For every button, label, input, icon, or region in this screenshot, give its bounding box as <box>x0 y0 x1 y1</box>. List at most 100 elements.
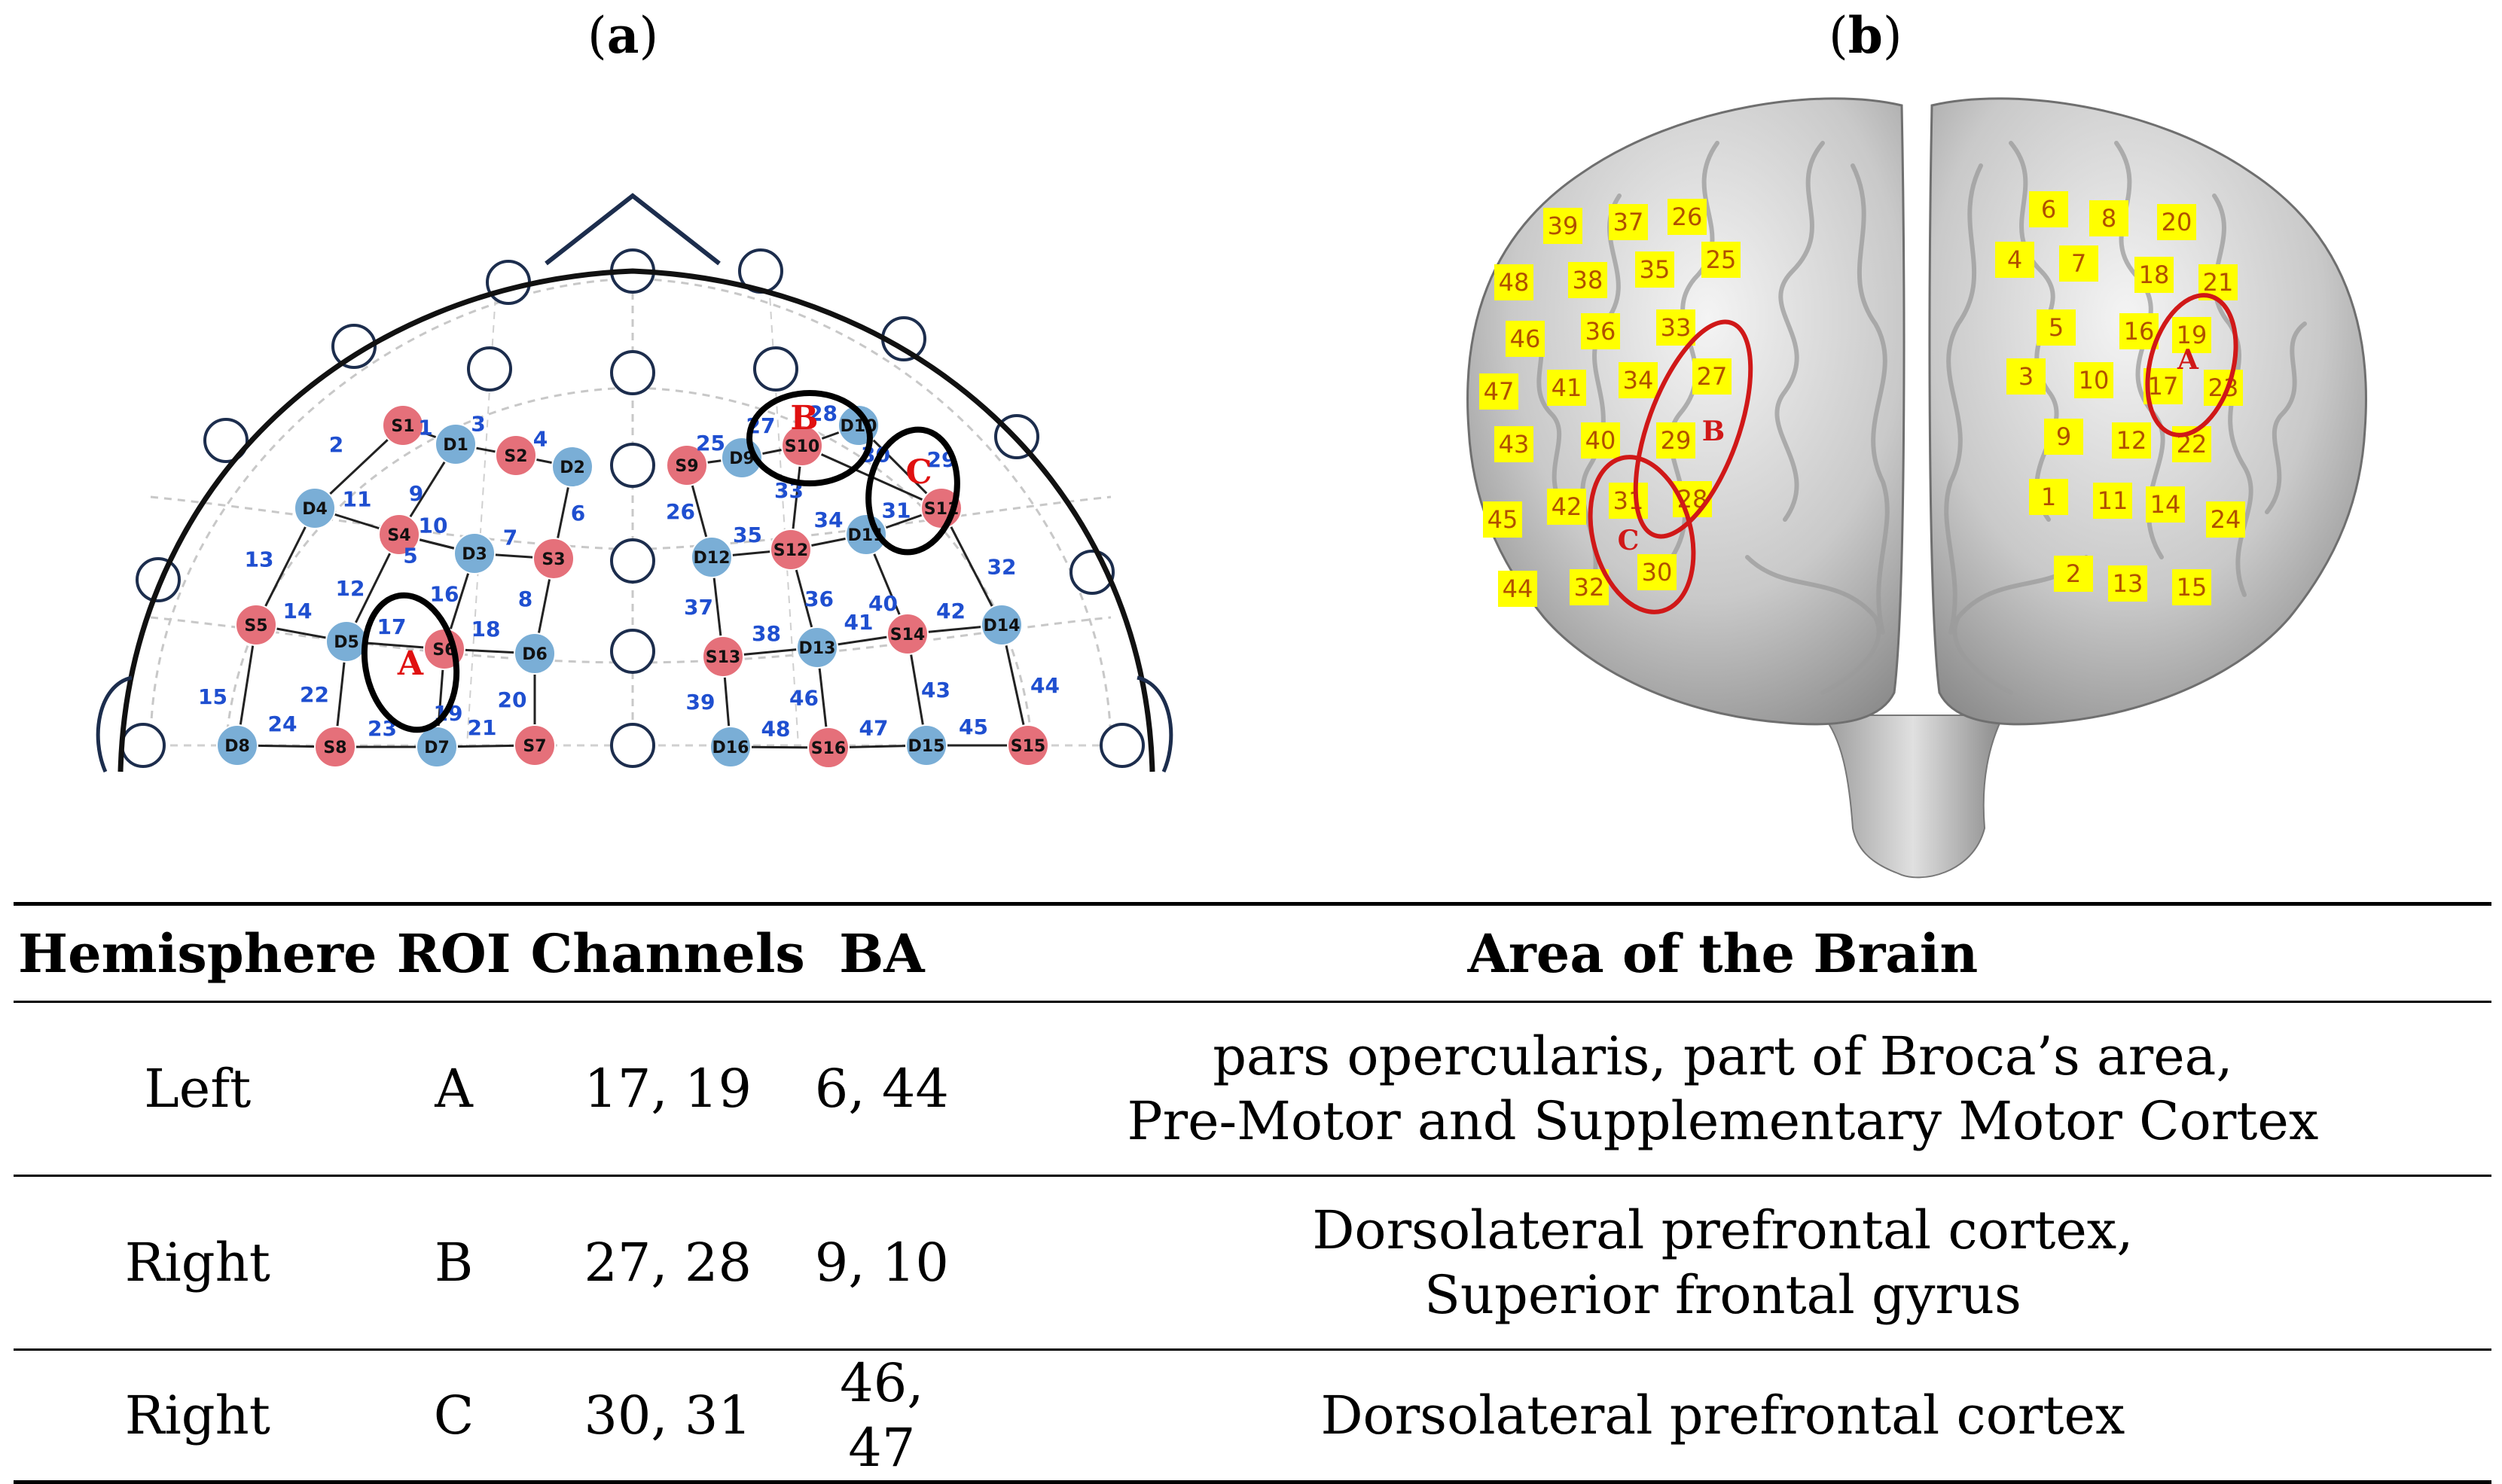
detector-optode-d14 <box>981 604 1023 646</box>
source-optode-s5 <box>235 604 277 646</box>
brain-roi-rings: ABC <box>1588 293 2238 614</box>
area-line: pars opercularis, part of Broca’s area, <box>1213 1025 2233 1087</box>
brain-channel-label: 6 <box>2041 195 2056 224</box>
detector-optode-d8 <box>216 724 258 766</box>
brain-channel-box <box>1494 264 1533 300</box>
detector-optode-d12 <box>691 536 733 578</box>
channel-label: 14 <box>283 599 313 623</box>
brain-channel-label: 41 <box>1552 373 1582 402</box>
brain-roi-label: B <box>1702 416 1725 447</box>
brain-channel-box <box>2037 309 2076 346</box>
fnirs-montage-diagram: S1S2S3S4S5S6S7S8S9S10S11S12S13S14S15S16D… <box>96 193 1173 773</box>
brain-channel-label: 29 <box>1661 426 1692 455</box>
source-optode-s8 <box>314 726 356 768</box>
brain-roi-ring <box>2145 293 2238 437</box>
brain-channel-label: 48 <box>1499 268 1530 297</box>
brain-channel-box <box>2089 200 2128 236</box>
brain-channel-box <box>1547 489 1586 525</box>
source-label: S2 <box>504 447 527 466</box>
source-optode-s4 <box>378 513 420 556</box>
cell-roi: A <box>435 1058 473 1120</box>
brain-channel-label: 11 <box>2098 486 2128 515</box>
channel-label: 25 <box>696 431 725 456</box>
detector-optode-d11 <box>845 513 887 556</box>
brain-channel-label: 8 <box>2101 204 2116 233</box>
brain-channel-label: 46 <box>1510 325 1541 353</box>
reference-position-circle <box>610 629 655 674</box>
channel-label: 31 <box>882 498 911 523</box>
panel-b-label: (b) <box>1829 6 1902 65</box>
brain-channel-box <box>1656 309 1695 346</box>
brain-channel-box <box>1619 362 1658 398</box>
channel-label: 1 <box>418 416 432 440</box>
brain-channel-label: 33 <box>1661 313 1692 342</box>
source-label: S13 <box>706 648 740 667</box>
channel-label: 35 <box>733 523 762 547</box>
source-optode-s7 <box>514 724 556 766</box>
source-optode-s9 <box>666 444 708 486</box>
channel-label: 13 <box>245 547 274 572</box>
brain-channel-label: 16 <box>2124 317 2155 346</box>
source-label: S16 <box>811 739 846 758</box>
channel-label: 15 <box>198 684 227 709</box>
channel-label: 41 <box>844 610 874 635</box>
brain-channel-box <box>1581 422 1620 459</box>
channel-label: 5 <box>403 544 417 568</box>
channel-label: 11 <box>343 487 372 512</box>
brain-channel-label: 42 <box>1552 492 1582 521</box>
reference-position-circle <box>203 418 249 463</box>
brain-channel-box <box>2093 483 2132 519</box>
brain-channel-box <box>2112 422 2151 459</box>
optodes: S1S2S3S4S5S6S7S8S9S10S11S12S13S14S15S16D… <box>216 404 1049 769</box>
detector-label: D8 <box>224 737 250 756</box>
reference-position-circle <box>610 538 655 584</box>
brain-channel-label: 27 <box>1697 362 1728 391</box>
brain-channel-labels: 1234567891011121314151617181920212223242… <box>1479 191 2245 607</box>
source-optode-s3 <box>532 538 575 580</box>
source-optode-s16 <box>807 727 850 769</box>
brain-channel-label: 39 <box>1548 212 1579 240</box>
brain-channel-box <box>2172 569 2211 605</box>
brain-channel-label: 10 <box>2079 366 2110 395</box>
brain-channel-box <box>1543 208 1582 244</box>
channel-label: 42 <box>936 599 966 623</box>
channel-label: 6 <box>571 501 585 526</box>
brain-channel-label: 30 <box>1642 558 1673 587</box>
channel-label: 45 <box>959 715 988 739</box>
channel-line-13 <box>255 507 316 626</box>
brain-channel-box <box>1609 204 1648 240</box>
reference-position-circle <box>121 723 166 768</box>
brain-channel-label: 19 <box>2177 321 2208 349</box>
channel-label: 24 <box>268 712 297 736</box>
brain-channel-label: 1 <box>2041 483 2056 511</box>
channel-label: 26 <box>666 499 695 524</box>
roi-label: C <box>905 453 932 492</box>
detector-label: D1 <box>443 436 468 455</box>
cell-area: pars opercularis, part of Broca’s area, … <box>954 1002 2491 1176</box>
brain-channel-label: 4 <box>2007 245 2022 274</box>
brain-channel-box <box>2044 419 2083 455</box>
brain-roi-ring <box>1588 455 1696 614</box>
channel-label: 36 <box>804 587 834 611</box>
brain-channel-label: 2 <box>2066 559 2081 588</box>
detector-label: D16 <box>712 739 749 757</box>
detector-optode-d7 <box>416 726 458 768</box>
brain-channel-box <box>1656 422 1695 459</box>
brain-diagram: 1234567891011121314151617181920212223242… <box>1466 97 2367 879</box>
source-label: S8 <box>323 739 346 757</box>
brain-channel-label: 32 <box>1574 573 1605 602</box>
channel-label: 9 <box>409 481 423 506</box>
brain-channel-label: 7 <box>2071 249 2086 278</box>
detector-optode-d3 <box>453 532 496 574</box>
channel-label: 4 <box>533 427 548 452</box>
reference-position-circle <box>610 350 655 395</box>
source-label: S4 <box>387 526 410 545</box>
header-hemisphere: Hemisphere <box>18 922 377 985</box>
source-optode-s1 <box>382 404 424 446</box>
brain-channel-box <box>1568 262 1607 298</box>
channel-label: 12 <box>336 576 365 601</box>
roi-label: B <box>790 399 818 437</box>
brain-channel-box <box>1637 554 1677 590</box>
grid-arc <box>150 616 1112 664</box>
roi-rings: ABC <box>361 390 960 733</box>
